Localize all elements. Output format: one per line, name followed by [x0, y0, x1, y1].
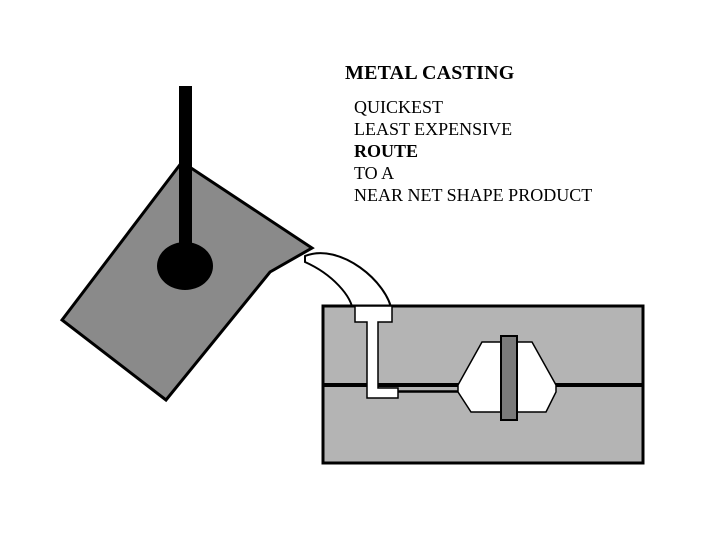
benefit-list: QUICKEST LEAST EXPENSIVE ROUTE TO A NEAR… [354, 96, 592, 206]
slide-title: METAL CASTING [345, 62, 515, 84]
cast-part [500, 335, 518, 421]
benefit-line: ROUTE [354, 141, 419, 161]
benefit-line: LEAST EXPENSIVE [354, 119, 513, 139]
ladle-icon [59, 86, 315, 403]
mold-icon [321, 304, 645, 465]
ladle-stopper-head [157, 242, 213, 290]
benefit-line: NEAR NET SHAPE PRODUCT [354, 185, 593, 205]
benefit-line: QUICKEST [354, 97, 443, 117]
benefit-line: TO A [354, 163, 395, 183]
ladle-stopper-rod [179, 86, 192, 264]
